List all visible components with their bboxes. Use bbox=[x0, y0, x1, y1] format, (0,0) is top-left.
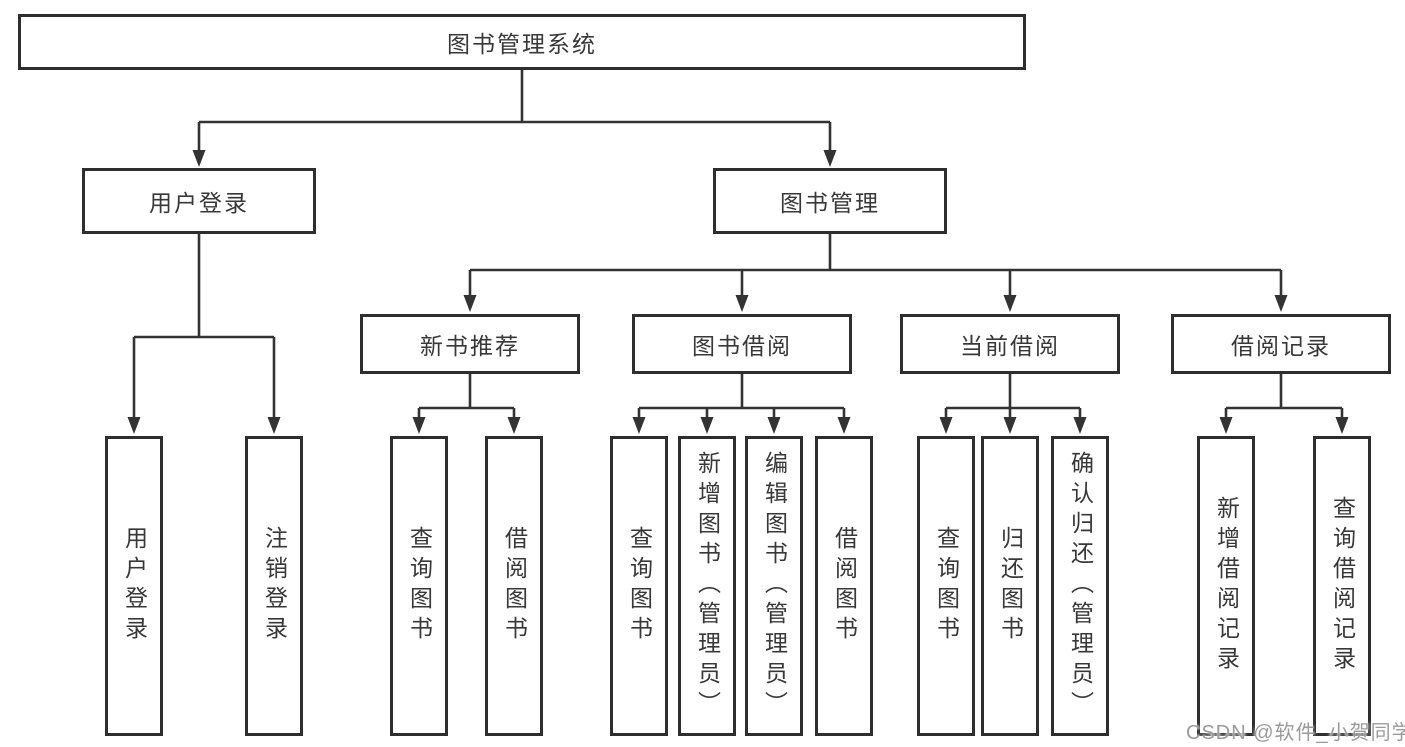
leaf-user-login: 用户登录 bbox=[105, 436, 163, 736]
wire-borrow-records-split bbox=[1219, 374, 1349, 434]
node-root-label: 图书管理系统 bbox=[447, 31, 597, 57]
leaf-return-books-label: 归还图书 bbox=[997, 526, 1024, 646]
node-root: 图书管理系统 bbox=[18, 14, 1026, 70]
node-user-login-label: 用户登录 bbox=[149, 190, 249, 216]
leaf-query-borrow-record-label: 查询借阅记录 bbox=[1329, 496, 1356, 676]
wire-current-borrow-split bbox=[939, 374, 1087, 434]
leaf-query-books-3: 查询图书 bbox=[917, 436, 975, 736]
leaf-return-books: 归还图书 bbox=[981, 436, 1039, 736]
leaf-add-books-admin: 新增图书（管理员） bbox=[678, 436, 736, 736]
leaf-query-books-1: 查询图书 bbox=[390, 436, 448, 736]
leaf-query-books-2: 查询图书 bbox=[610, 436, 668, 736]
node-borrow-records: 借阅记录 bbox=[1171, 314, 1391, 374]
node-book-management: 图书管理 bbox=[713, 168, 947, 234]
leaf-query-books-1-label: 查询图书 bbox=[406, 526, 433, 646]
node-book-borrow-label: 图书借阅 bbox=[692, 333, 792, 359]
leaf-logout: 注销登录 bbox=[245, 436, 303, 736]
wire-root-to-level2 bbox=[192, 70, 837, 167]
leaf-confirm-return-admin-label: 确认归还（管理员） bbox=[1067, 451, 1094, 721]
leaf-borrow-books-1-label: 借阅图书 bbox=[501, 526, 528, 646]
node-borrow-records-label: 借阅记录 bbox=[1231, 333, 1331, 359]
leaf-logout-label: 注销登录 bbox=[261, 526, 288, 646]
node-current-borrow-label: 当前借阅 bbox=[960, 333, 1060, 359]
node-new-book-recommend-label: 新书推荐 bbox=[420, 333, 520, 359]
leaf-borrow-books-1: 借阅图书 bbox=[485, 436, 543, 736]
wire-book-mgmt-to-level3 bbox=[463, 234, 1288, 312]
leaf-confirm-return-admin: 确认归还（管理员） bbox=[1051, 436, 1109, 736]
leaf-query-books-3-label: 查询图书 bbox=[933, 526, 960, 646]
node-book-borrow: 图书借阅 bbox=[632, 314, 852, 374]
node-book-management-label: 图书管理 bbox=[780, 190, 880, 216]
leaf-edit-books-admin-label: 编辑图书（管理员） bbox=[761, 451, 788, 721]
leaf-borrow-books-2: 借阅图书 bbox=[815, 436, 873, 736]
csdn-watermark: CSDN @软件_小贺同学 bbox=[1186, 722, 1405, 744]
leaf-query-books-2-label: 查询图书 bbox=[626, 526, 653, 646]
leaf-query-borrow-record: 查询借阅记录 bbox=[1313, 436, 1371, 736]
leaf-user-login-label: 用户登录 bbox=[121, 526, 148, 646]
leaf-add-borrow-record: 新增借阅记录 bbox=[1197, 436, 1255, 736]
wire-user-login-to-children bbox=[127, 234, 281, 434]
leaf-borrow-books-2-label: 借阅图书 bbox=[831, 526, 858, 646]
leaf-add-books-admin-label: 新增图书（管理员） bbox=[694, 451, 721, 721]
leaf-add-borrow-record-label: 新增借阅记录 bbox=[1213, 496, 1240, 676]
node-user-login: 用户登录 bbox=[82, 168, 316, 234]
node-new-book-recommend: 新书推荐 bbox=[360, 314, 580, 374]
node-current-borrow: 当前借阅 bbox=[900, 314, 1120, 374]
wire-new-book-split bbox=[412, 374, 521, 434]
leaf-edit-books-admin: 编辑图书（管理员） bbox=[745, 436, 803, 736]
wire-book-borrow-split bbox=[632, 374, 851, 434]
